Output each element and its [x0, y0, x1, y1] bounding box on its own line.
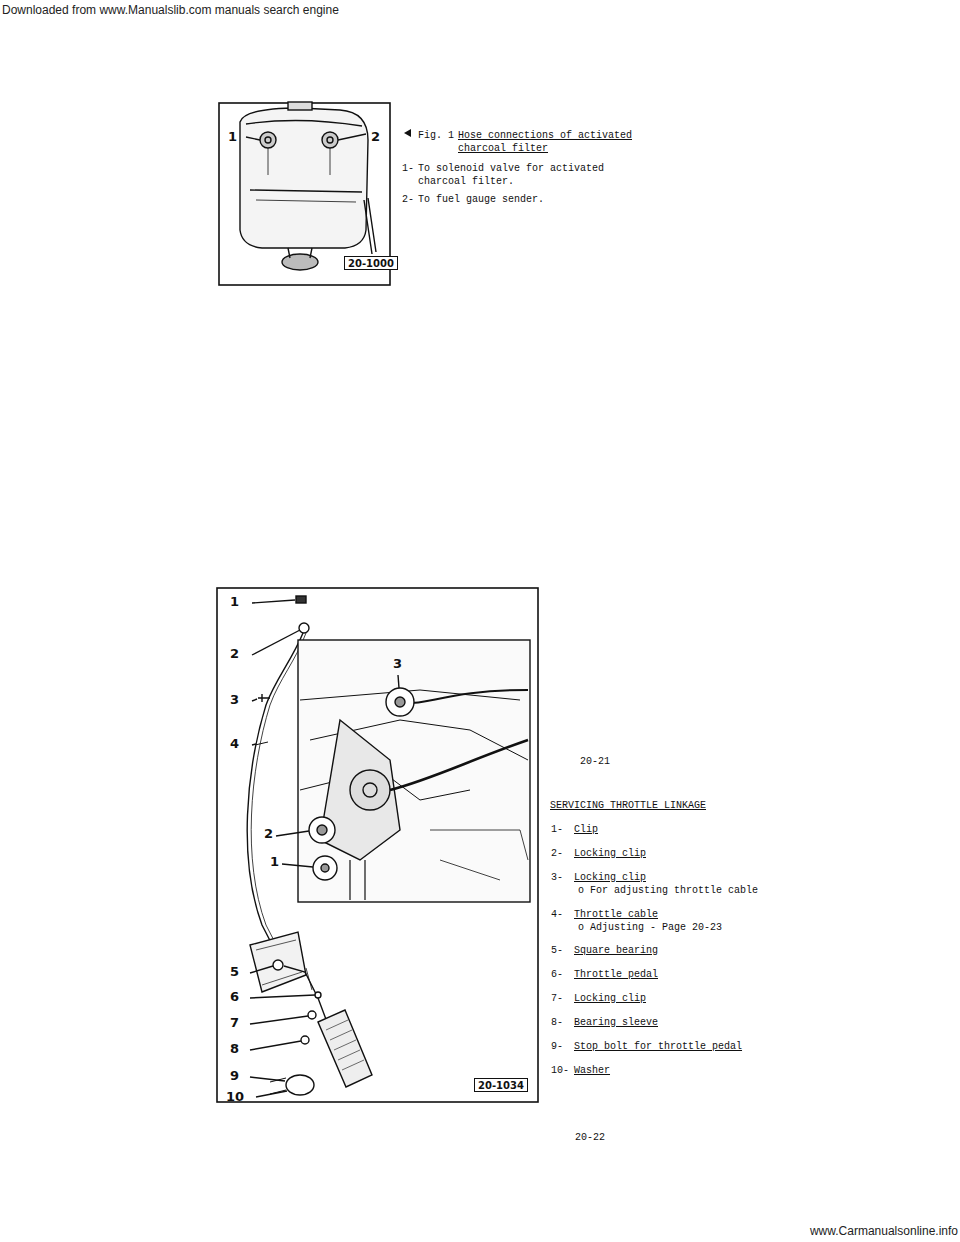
- underlined-heading: Locking clip: [574, 848, 646, 861]
- watermark: Downloaded from www.Manualslib.com manua…: [2, 3, 339, 18]
- underlined-heading: Throttle pedal: [574, 969, 658, 982]
- figure-number: 20-1000: [348, 258, 394, 269]
- underlined-heading: Bearing sleeve: [574, 1017, 658, 1030]
- manual-text: To solenoid valve for activated charcoal…: [418, 163, 633, 188]
- manual-text: 6-: [551, 969, 563, 982]
- manual-text: 2-: [402, 194, 414, 207]
- callout-number: 6: [230, 989, 239, 1005]
- manual-text: 9-: [551, 1041, 563, 1054]
- callout-number: 5: [230, 964, 239, 980]
- figure-number-box: 20-1034: [474, 1078, 528, 1092]
- callout-number: 1: [270, 854, 279, 870]
- manual-text: Fig. 1: [418, 130, 454, 143]
- callout-number: 9: [230, 1068, 239, 1084]
- callout-number: 2: [371, 129, 380, 145]
- watermark: www.Carmanualsonline.info: [810, 1224, 958, 1239]
- manual-text: 3-: [551, 872, 563, 885]
- manual-text: 8-: [551, 1017, 563, 1030]
- manual-text: 1-: [551, 824, 563, 837]
- callout-number: 4: [230, 736, 239, 752]
- callout-number: 1: [230, 594, 239, 610]
- manual-text: 7-: [551, 993, 563, 1006]
- callout-number: 3: [393, 656, 402, 672]
- throttle-linkage-figure: [217, 588, 538, 1102]
- manual-text: 1-: [402, 163, 414, 176]
- manual-text: 2-: [551, 848, 563, 861]
- underlined-heading: Square bearing: [574, 945, 658, 958]
- manual-text: 20-22: [575, 1132, 605, 1145]
- callout-number: 10: [226, 1089, 244, 1105]
- callout-number: 2: [264, 826, 273, 842]
- manual-text: o Adjusting - Page 20-23: [578, 922, 722, 935]
- manual-text: 10-: [551, 1065, 569, 1078]
- manual-text: 5-: [551, 945, 563, 958]
- underlined-heading: Clip: [574, 824, 598, 837]
- underlined-heading: Locking clip: [574, 872, 646, 885]
- underlined-heading: SERVICING THROTTLE LINKAGE: [550, 800, 706, 813]
- manual-text: 4-: [551, 909, 563, 922]
- figure-number-box: 20-1000: [344, 256, 398, 270]
- callout-number: 8: [230, 1041, 239, 1057]
- manual-text: o For adjusting throttle cable: [578, 885, 758, 898]
- manual-text: 20-21: [580, 756, 610, 769]
- callout-number: 1: [228, 129, 237, 145]
- underlined-heading: Throttle cable: [574, 909, 658, 922]
- callout-number: 7: [230, 1015, 239, 1031]
- charcoal-filter-figure: [219, 102, 411, 285]
- callout-number: 2: [230, 646, 239, 662]
- underlined-heading: Locking clip: [574, 993, 646, 1006]
- callout-number: 3: [230, 692, 239, 708]
- underlined-heading: Hose connections of activated charcoal f…: [458, 130, 638, 155]
- figure-number: 20-1034: [478, 1080, 524, 1091]
- underlined-heading: Stop bolt for throttle pedal: [574, 1041, 742, 1054]
- underlined-heading: Washer: [574, 1065, 610, 1078]
- manual-text: To fuel gauge sender.: [418, 194, 544, 207]
